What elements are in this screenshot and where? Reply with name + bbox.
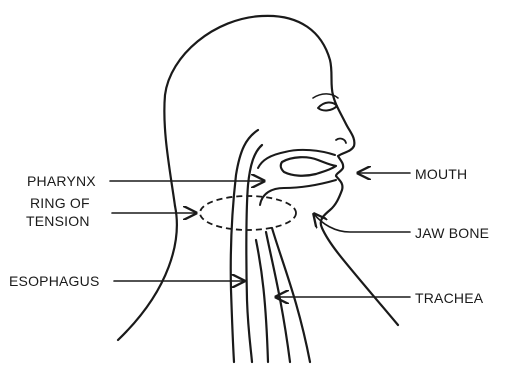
jaw-bone-arrow — [314, 214, 410, 232]
label-trachea: TRACHEA — [415, 290, 484, 306]
pharynx-back-wall — [231, 130, 258, 362]
trachea-front-wall — [272, 228, 310, 362]
label-pharynx: PHARYNX — [27, 173, 96, 189]
label-esophagus: ESOPHAGUS — [9, 273, 100, 289]
eye — [318, 102, 337, 110]
label-mouth: MOUTH — [415, 166, 467, 182]
face-profile — [321, 95, 398, 325]
label-tension: TENSION — [26, 213, 90, 229]
tongue — [281, 157, 336, 176]
trachea-rear-wall — [256, 240, 268, 362]
label-jaw-bone: JAW BONE — [415, 225, 489, 241]
lower-mouth-floor — [260, 180, 336, 205]
nostril — [336, 139, 346, 143]
back-of-neck — [118, 206, 177, 340]
palate — [258, 150, 335, 168]
label-ring-of: RING OF — [30, 195, 90, 211]
pharynx-front-wall — [246, 145, 262, 362]
